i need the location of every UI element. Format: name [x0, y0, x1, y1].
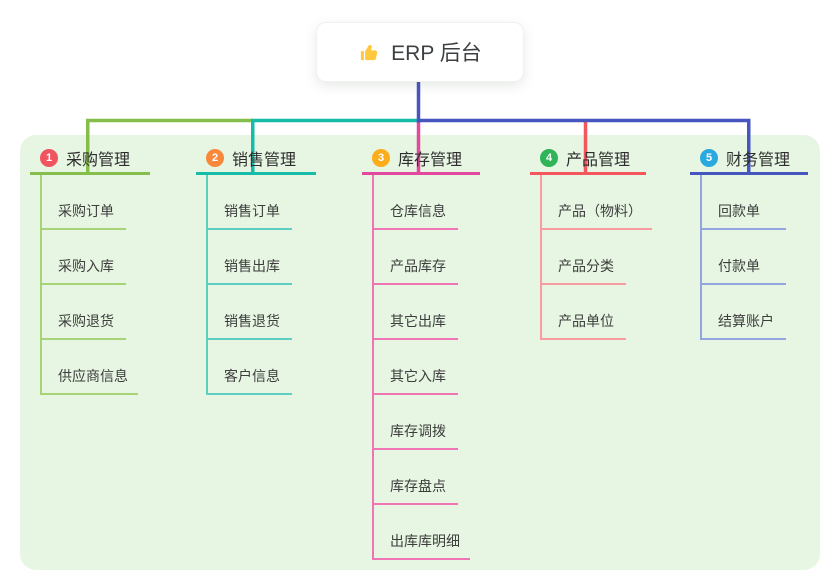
branch-product: 4 产品管理 产品（物料） 产品分类 产品单位 — [530, 143, 652, 340]
node-item[interactable]: 采购退货 — [40, 285, 126, 340]
branch-finance: 5 财务管理 回款单 付款单 结算账户 — [690, 143, 808, 340]
node-item[interactable]: 库存调拨 — [372, 395, 458, 450]
branch-sales-items: 销售订单 销售出库 销售退货 客户信息 — [206, 175, 292, 395]
thumbs-up-icon — [358, 41, 381, 64]
branch-sales: 2 销售管理 销售订单 销售出库 销售退货 客户信息 — [196, 143, 316, 395]
node-item[interactable]: 采购订单 — [40, 175, 126, 230]
node-item[interactable]: 销售订单 — [206, 175, 292, 230]
node-item[interactable]: 回款单 — [700, 175, 786, 230]
node-item[interactable]: 库存盘点 — [372, 450, 458, 505]
node-item[interactable]: 销售退货 — [206, 285, 292, 340]
branch-finance-header[interactable]: 5 财务管理 — [690, 143, 808, 175]
node-item[interactable]: 采购入库 — [40, 230, 126, 285]
branch-purchase-items: 采购订单 采购入库 采购退货 供应商信息 — [40, 175, 138, 395]
badge-2: 2 — [206, 148, 224, 167]
branch-label: 产品管理 — [566, 151, 631, 169]
branch-purchase: 1 采购管理 采购订单 采购入库 采购退货 供应商信息 — [30, 143, 150, 395]
badge-4: 4 — [540, 148, 558, 167]
node-item[interactable]: 仓库信息 — [372, 175, 458, 230]
branch-label: 销售管理 — [232, 151, 297, 169]
branch-product-items: 产品（物料） 产品分类 产品单位 — [540, 175, 652, 340]
branch-purchase-header[interactable]: 1 采购管理 — [30, 143, 150, 175]
branch-label: 库存管理 — [398, 151, 463, 169]
node-item[interactable]: 产品库存 — [372, 230, 458, 285]
node-item[interactable]: 客户信息 — [206, 340, 292, 395]
node-item[interactable]: 产品分类 — [540, 230, 626, 285]
badge-3: 3 — [372, 148, 390, 167]
branch-inventory: 3 库存管理 仓库信息 产品库存 其它出库 其它入库 库存调拨 库存盘点 出库库… — [362, 143, 480, 560]
node-item[interactable]: 出库库明细 — [372, 505, 470, 560]
background-panel — [20, 135, 820, 570]
node-item[interactable]: 销售出库 — [206, 230, 292, 285]
node-item[interactable]: 其它入库 — [372, 340, 458, 395]
root-label: ERP 后台 — [391, 42, 482, 65]
branch-finance-items: 回款单 付款单 结算账户 — [700, 175, 786, 340]
branch-inventory-header[interactable]: 3 库存管理 — [362, 143, 480, 175]
branch-label: 财务管理 — [726, 151, 791, 169]
branch-sales-header[interactable]: 2 销售管理 — [196, 143, 316, 175]
node-item[interactable]: 付款单 — [700, 230, 786, 285]
node-item[interactable]: 产品（物料） — [540, 175, 652, 230]
branch-label: 采购管理 — [66, 151, 131, 169]
badge-1: 1 — [40, 148, 58, 167]
branch-inventory-items: 仓库信息 产品库存 其它出库 其它入库 库存调拨 库存盘点 出库库明细 — [372, 175, 470, 560]
node-item[interactable]: 其它出库 — [372, 285, 458, 340]
node-item[interactable]: 产品单位 — [540, 285, 626, 340]
node-item[interactable]: 结算账户 — [700, 285, 786, 340]
branch-product-header[interactable]: 4 产品管理 — [530, 143, 646, 175]
node-item[interactable]: 供应商信息 — [40, 340, 138, 395]
root-node[interactable]: ERP 后台 — [316, 22, 524, 82]
badge-5: 5 — [700, 148, 718, 167]
